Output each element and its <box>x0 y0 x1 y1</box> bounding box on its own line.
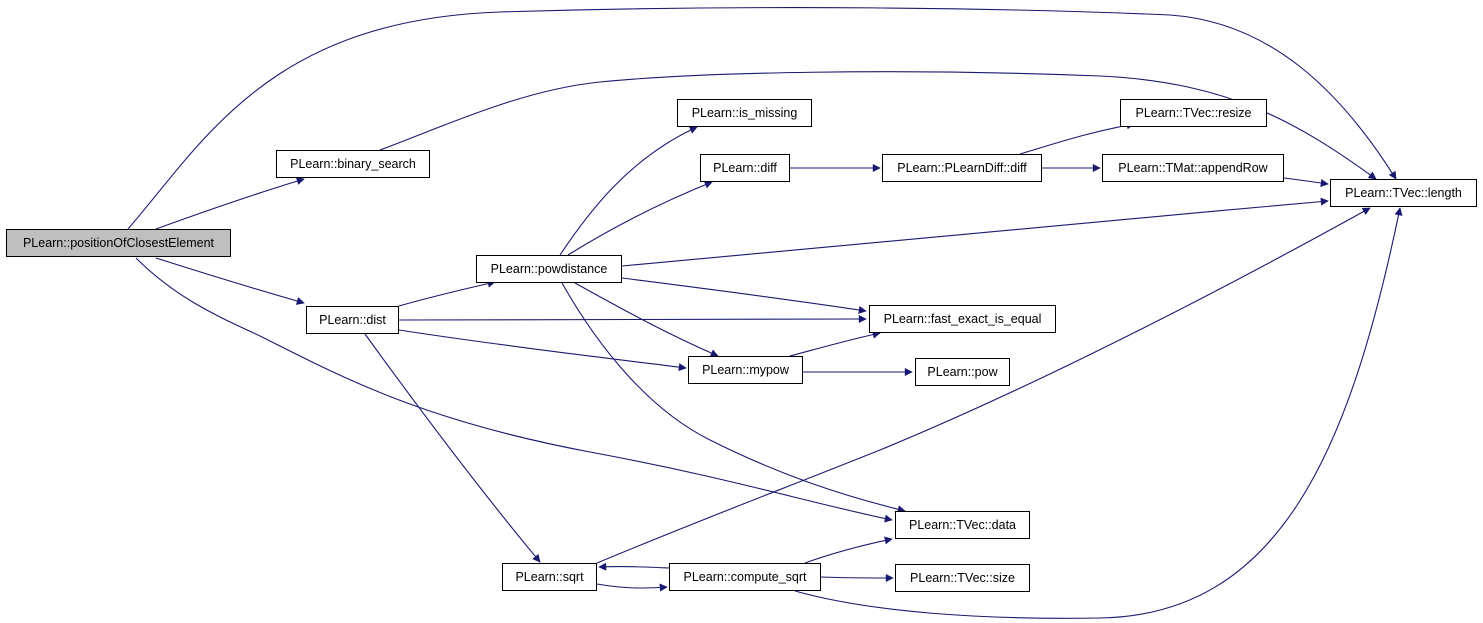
edge-powdistance-to-is-missing <box>559 126 698 256</box>
edge-dist-to-fast-exact-is-equal <box>398 315 867 324</box>
edge-positionOfClosestElement-to-tvec-data <box>135 257 893 523</box>
node-mypow[interactable]: PLearn::mypow <box>688 356 803 384</box>
node-pow[interactable]: PLearn::pow <box>915 358 1010 386</box>
edge-positionOfClosestElement-to-dist <box>155 257 305 305</box>
node-powdistance[interactable]: PLearn::powdistance <box>476 255 622 283</box>
node-is-missing[interactable]: PLearn::is_missing <box>677 99 812 127</box>
node-compute-sqrt[interactable]: PLearn::compute_sqrt <box>669 563 821 591</box>
edge-powdistance-to-mypow <box>574 282 719 357</box>
edge-positionOfClosestElement-to-binary-search <box>155 177 305 230</box>
edge-powdistance-to-diff <box>567 180 713 256</box>
node-diff[interactable]: PLearn::diff <box>700 154 790 182</box>
edge-dist-to-powdistance <box>398 279 496 307</box>
edge-tmat-appendrow-to-tvec-length <box>1283 177 1329 187</box>
edge-powdistance-to-tvec-data <box>561 282 906 514</box>
edge-powdistance-to-tvec-length <box>621 197 1329 267</box>
edge-compute-sqrt-to-tvec-size <box>820 573 894 582</box>
edge-compute-sqrt-to-sqrt <box>598 562 670 571</box>
node-tvec-resize[interactable]: PLearn::TVec::resize <box>1120 99 1267 127</box>
node-binary-search[interactable]: PLearn::binary_search <box>276 150 430 178</box>
edge-powdistance-to-fast-exact-is-equal <box>621 277 867 314</box>
edge-dist-to-sqrt <box>364 333 541 563</box>
node-plearndiff-diff[interactable]: PLearn::PLearnDiff::diff <box>882 154 1042 182</box>
edge-compute-sqrt-to-tvec-data <box>804 536 893 564</box>
node-tvec-length[interactable]: PLearn::TVec::length <box>1330 179 1477 207</box>
edge-compute-sqrt-to-tvec-length <box>794 207 1403 619</box>
edge-dist-to-mypow <box>398 329 687 372</box>
node-fast-exact-is-equal[interactable]: PLearn::fast_exact_is_equal <box>869 305 1056 333</box>
edge-sqrt-to-tvec-length <box>596 207 1371 564</box>
node-tmat-append-row[interactable]: PLearn::TMat::appendRow <box>1102 154 1284 182</box>
edge-mypow-to-fast-exact-is-equal <box>789 330 881 357</box>
edge-positionOfClosestElement-to-tvec-length <box>127 7 1397 230</box>
node-position-of-closest-element[interactable]: PLearn::positionOfClosestElement <box>6 229 231 257</box>
node-tvec-size[interactable]: PLearn::TVec::size <box>895 564 1030 592</box>
node-dist[interactable]: PLearn::dist <box>306 306 399 334</box>
node-tvec-data[interactable]: PLearn::TVec::data <box>895 511 1030 539</box>
edge-plearndiff-diff-to-tvec-resize <box>1019 121 1135 155</box>
node-sqrt[interactable]: PLearn::sqrt <box>502 563 597 591</box>
edge-sqrt-to-compute-sqrt <box>596 583 668 592</box>
